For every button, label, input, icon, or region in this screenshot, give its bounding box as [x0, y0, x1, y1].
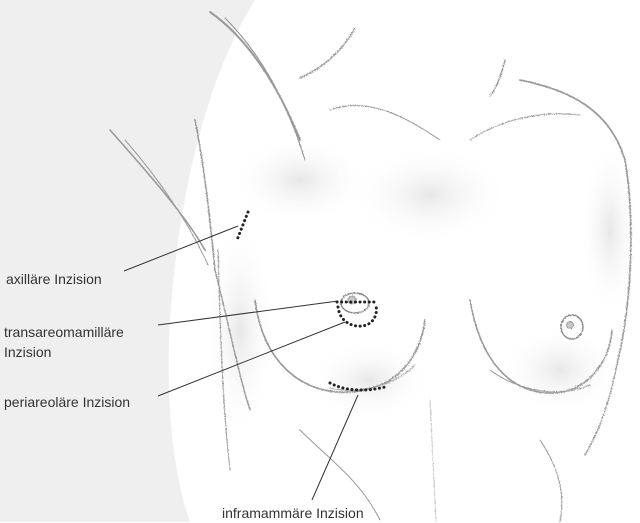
- body-shading: [205, 135, 640, 440]
- label-axillary-incision: axilläre Inzision: [6, 269, 102, 289]
- label-transareolar-incision: transareomamilläre Inzision: [4, 322, 159, 362]
- label-inframammary-incision: inframammäre Inzision: [222, 503, 364, 523]
- label-periareolar-incision: periareoläre Inzision: [4, 392, 130, 412]
